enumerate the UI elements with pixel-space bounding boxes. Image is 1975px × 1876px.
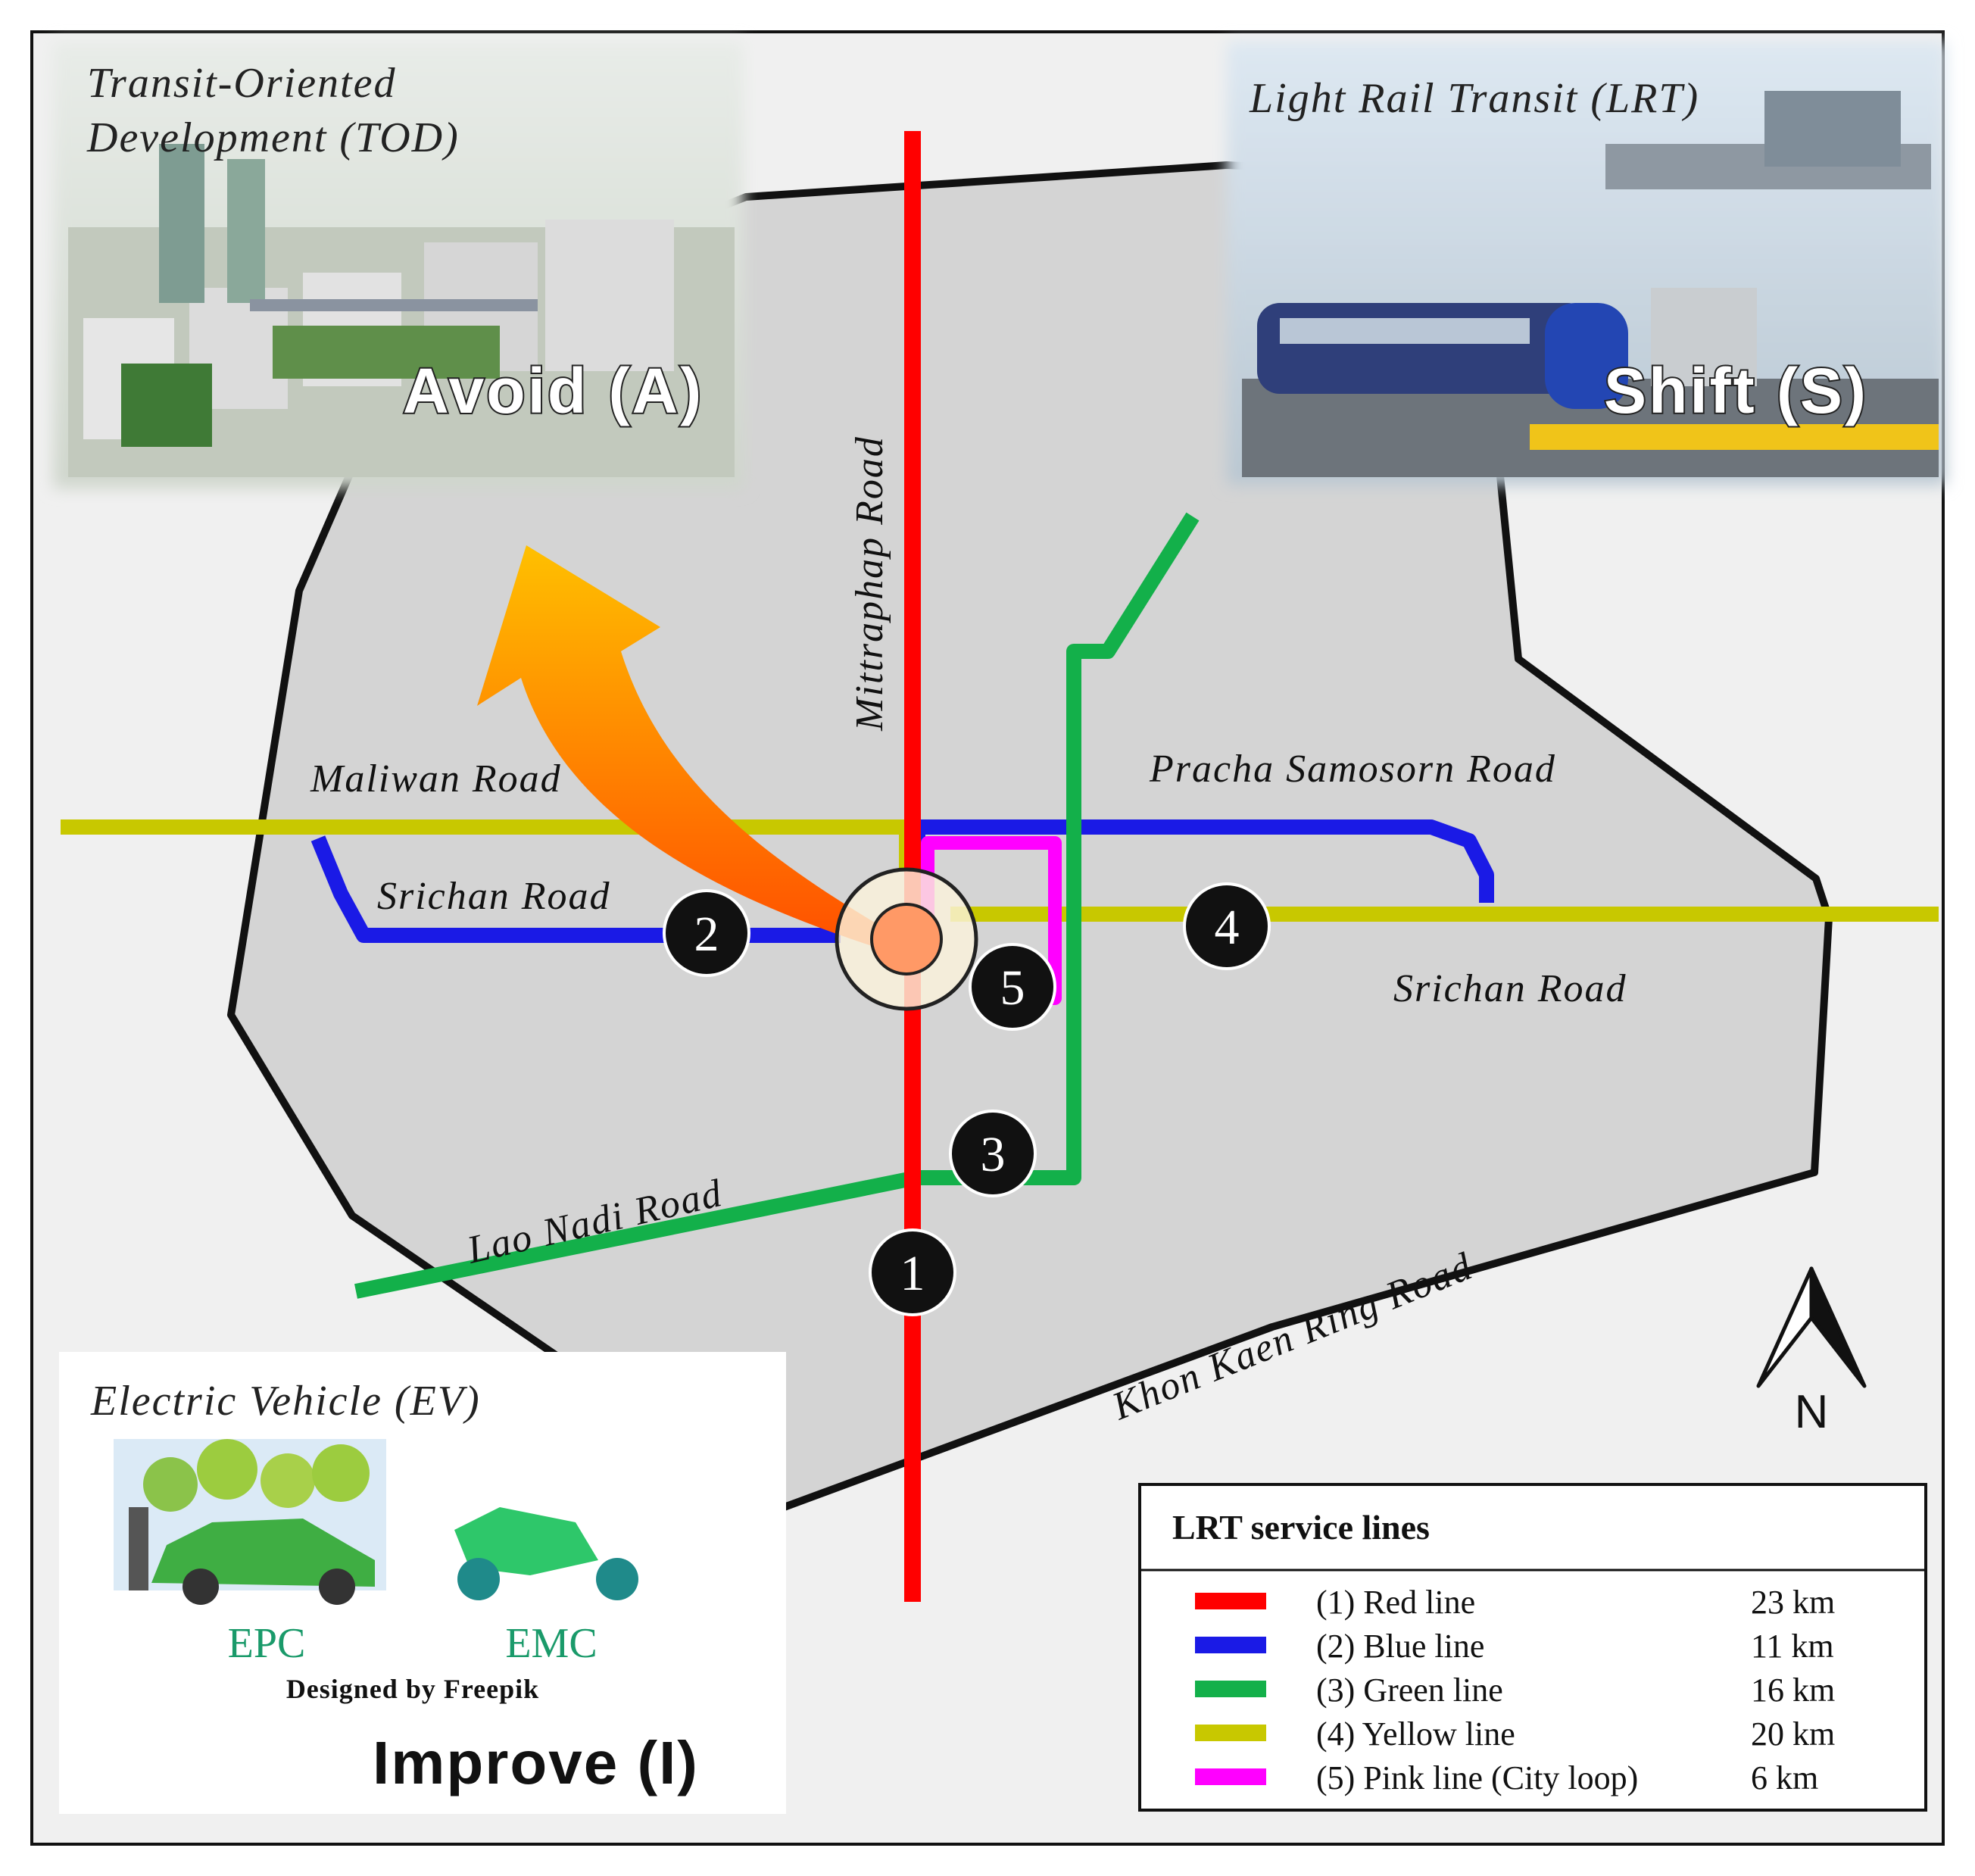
emc-label: EMC [505,1620,597,1667]
legend-line-name: (5) Pink line (City loop) [1316,1759,1638,1796]
ev-car-wheel [319,1569,355,1605]
legend-line-length: 11 km [1751,1628,1834,1665]
badge-2-label: 2 [694,907,719,962]
lrt-caption: Light Rail Transit (LRT) [1249,75,1699,122]
legend-line-name: (2) Blue line [1316,1628,1484,1665]
lrt-building [1764,91,1901,167]
ev-tree [143,1457,198,1512]
ev-charger [129,1507,148,1590]
tod-green-field [121,364,212,447]
road-label-srichan-east: Srichan Road [1393,967,1627,1010]
badge-4: 4 [1183,882,1271,970]
badge-4-label: 4 [1215,900,1240,955]
ev-panel [59,1352,786,1814]
ev-car-body [151,1519,375,1587]
badge-3: 3 [949,1110,1037,1197]
legend-line-length: 20 km [1751,1715,1835,1753]
legend-swatch [1195,1681,1266,1697]
lrt-fence [1651,288,1757,386]
avoid-label: Avoid (A) [403,355,704,426]
legend-line-length: 23 km [1751,1584,1835,1621]
tod-building [545,220,674,371]
ev-tree [197,1439,257,1500]
lrt-panel [1227,42,1946,485]
legend-line-name: (3) Green line [1316,1672,1503,1709]
legend-row: (4) Yellow line 20 km [1195,1715,1835,1753]
legend-row: (5) Pink line (City loop) 6 km [1195,1759,1818,1796]
lrt-tram-body [1257,303,1590,394]
legend-title: LRT service lines [1172,1508,1430,1547]
lrt-platform-edge [1530,424,1939,450]
north-arrow-icon: N [1756,1266,1867,1438]
avoid-arrow [477,545,905,956]
ev-scooter-wheel [596,1558,638,1600]
badge-5-label: 5 [1000,960,1025,1016]
central-hub [835,867,978,1011]
legend-line-name: (1) Red line [1316,1584,1475,1621]
lrt-tram-front [1545,303,1628,409]
ev-tree [261,1453,315,1508]
legend-line-length: 6 km [1751,1759,1818,1796]
road-label-mittraphap: Mittraphap Road [848,435,891,732]
legend-line-length: 16 km [1751,1672,1835,1709]
ev-tree [312,1444,370,1502]
green-line [354,512,1200,1299]
lrt-lines [61,131,1939,1602]
road-label-srichan-west: Srichan Road [377,875,611,918]
legend-row: (1) Red line 23 km [1195,1584,1835,1621]
tod-caption-line2: Development (TOD) [86,114,460,161]
badge-2: 2 [663,889,750,977]
road-label-maliwan: Maliwan Road [310,757,562,801]
legend-swatch [1195,1768,1266,1785]
legend-swatch [1195,1725,1266,1741]
legend-swatch [1195,1637,1266,1653]
ev-car-wheel [183,1569,219,1605]
badge-5: 5 [969,943,1056,1031]
tod-caption-line1: Transit-Oriented [87,60,396,107]
legend-row: (3) Green line 16 km [1195,1672,1835,1709]
legend-swatch [1195,1593,1266,1609]
tod-panel [53,42,744,489]
road-label-pracha-samosorn: Pracha Samosorn Road [1149,748,1556,791]
improve-label: Improve (I) [373,1729,699,1796]
legend: LRT service lines (1) Red line 23 km (2) B… [1138,1483,1927,1812]
north-label: N [1795,1386,1829,1438]
badge-1-label: 1 [900,1246,925,1301]
shift-label: Shift (S) [1604,355,1868,426]
lrt-tram-window [1280,318,1530,344]
legend-row: (2) Blue line 11 km [1195,1628,1834,1665]
legend-line-name: (4) Yellow line [1316,1715,1515,1753]
tod-skywalk [250,299,538,311]
badge-1: 1 [869,1228,956,1316]
tod-green-strip [273,326,500,379]
ev-scooter-body [454,1507,598,1575]
badge-3-label: 3 [981,1127,1006,1182]
tod-tower [159,144,204,303]
ev-scooter-wheel [457,1558,500,1600]
freepik-credit: Designed by Freepik [286,1674,539,1704]
tod-tower [227,159,265,303]
legend-rows: (1) Red line 23 km (2) Blue line 11 km (3) G… [1195,1584,1835,1796]
ev-caption: Electric Vehicle (EV) [90,1378,481,1425]
blue-line-west [310,835,841,943]
epc-label: EPC [228,1620,306,1667]
